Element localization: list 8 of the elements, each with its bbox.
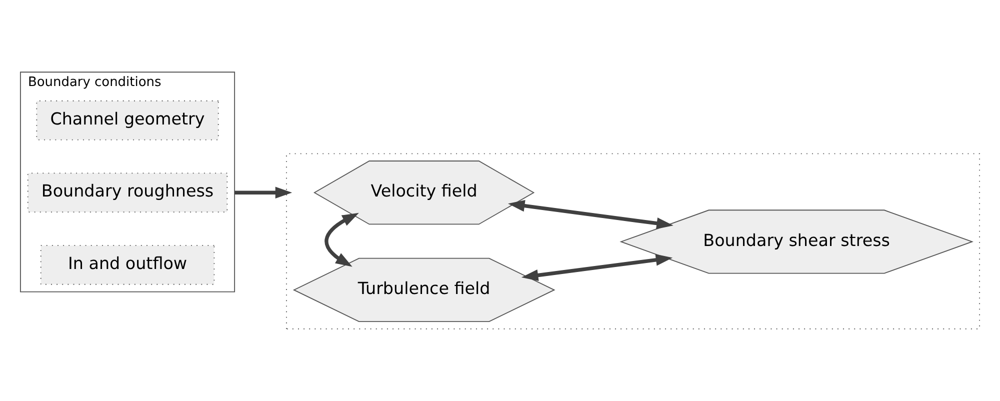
arrow (324, 212, 359, 267)
arrow (508, 200, 674, 230)
cluster (286, 153, 980, 330)
arrow (521, 254, 673, 282)
node-box: Channel geometry (36, 100, 219, 140)
node-box: In and outflow (40, 245, 215, 285)
arrow (234, 186, 292, 198)
node-box: Boundary roughness (27, 172, 228, 213)
